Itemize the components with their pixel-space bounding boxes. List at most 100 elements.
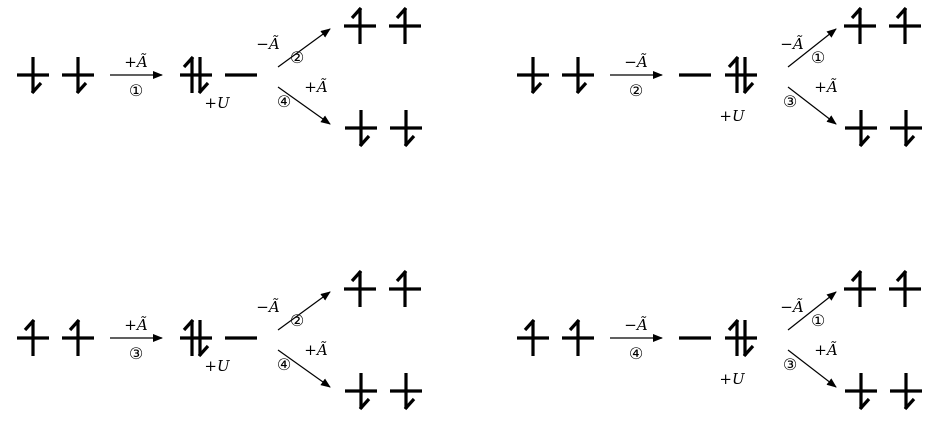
spin-down-arrow bbox=[403, 373, 416, 411]
initial-configuration bbox=[17, 318, 94, 356]
step-number: ② bbox=[629, 81, 643, 100]
spin-down-arrow bbox=[903, 110, 916, 148]
hopping-label: +Ã bbox=[124, 316, 148, 334]
lower-step-number: ④ bbox=[277, 355, 291, 374]
intermediate-configuration bbox=[180, 55, 257, 95]
lower-final-configuration bbox=[845, 110, 922, 148]
spin-up-arrow bbox=[523, 318, 536, 356]
lower-branch-arrow bbox=[787, 349, 837, 388]
upper-branch-arrow bbox=[277, 28, 331, 68]
intermediate-configuration bbox=[180, 318, 257, 358]
spin-up-arrow bbox=[68, 318, 81, 356]
interaction-energy-label: +U bbox=[719, 370, 746, 388]
lower-step-number: ④ bbox=[277, 92, 291, 111]
panel-top-left: +Ã①+U−Ã②+Ã④ bbox=[17, 6, 422, 148]
site-down bbox=[562, 57, 594, 95]
spin-up-arrow bbox=[350, 269, 363, 307]
lower-branch-arrow bbox=[277, 86, 331, 125]
upper-branch-label: −Ã bbox=[256, 35, 280, 53]
upper-final-configuration bbox=[844, 269, 921, 307]
site-down bbox=[390, 110, 422, 148]
site-up bbox=[62, 318, 94, 356]
step-number: ① bbox=[129, 81, 143, 100]
site-down bbox=[845, 373, 877, 411]
spin-down-arrow bbox=[575, 57, 588, 95]
site-up bbox=[844, 6, 876, 44]
intermediate-configuration bbox=[679, 318, 757, 358]
spin-up-arrow bbox=[395, 269, 408, 307]
upper-branch-label: −Ã bbox=[780, 35, 804, 53]
lower-final-configuration bbox=[345, 110, 422, 148]
site-down bbox=[62, 57, 94, 95]
site-down bbox=[890, 110, 922, 148]
spin-up-arrow bbox=[182, 55, 195, 93]
spin-down-arrow bbox=[197, 57, 210, 95]
site-up bbox=[344, 269, 376, 307]
upper-step-number: ① bbox=[811, 311, 825, 330]
site-down bbox=[890, 373, 922, 411]
doublon-site bbox=[180, 318, 212, 358]
spin-down-arrow bbox=[403, 110, 416, 148]
initial-configuration bbox=[517, 318, 594, 356]
panel-top-right: −Ã ② +U −Ã ① +Ã ③ bbox=[517, 6, 922, 148]
spin-up-arrow bbox=[895, 6, 908, 44]
site-up bbox=[17, 318, 49, 356]
lower-final-configuration bbox=[845, 373, 922, 411]
site-up bbox=[344, 6, 376, 44]
interaction-energy-label: +U bbox=[204, 357, 231, 375]
hopping-label: +Ã bbox=[124, 53, 148, 71]
panel-bottom-left: +Ã③+U−Ã②+Ã④ bbox=[17, 269, 422, 411]
lower-branch-label: +Ã bbox=[814, 341, 838, 359]
spin-up-arrow bbox=[350, 6, 363, 44]
lower-branch-label: +Ã bbox=[304, 341, 328, 359]
hopping-label: −Ã bbox=[624, 316, 648, 334]
site-down bbox=[845, 110, 877, 148]
site-up bbox=[889, 6, 921, 44]
doublon-site bbox=[180, 55, 212, 95]
lower-final-configuration bbox=[345, 373, 422, 411]
upper-branch-arrow bbox=[787, 28, 837, 68]
lower-branch-label: +Ã bbox=[304, 78, 328, 96]
spin-down-arrow bbox=[197, 320, 210, 358]
lower-branch-arrow bbox=[787, 86, 837, 125]
spin-down-arrow bbox=[530, 57, 543, 95]
interaction-energy-label: +U bbox=[719, 107, 746, 125]
hopping-label: −Ã bbox=[624, 53, 648, 71]
spin-down-arrow bbox=[858, 373, 871, 411]
step-number: ③ bbox=[129, 344, 143, 363]
site-up bbox=[389, 269, 421, 307]
upper-branch-label: −Ã bbox=[256, 298, 280, 316]
site-up bbox=[517, 318, 549, 356]
spin-down-arrow bbox=[358, 373, 371, 411]
spin-down-arrow bbox=[742, 57, 755, 95]
spin-up-arrow bbox=[850, 269, 863, 307]
spin-up-arrow bbox=[727, 318, 740, 356]
spin-down-arrow bbox=[358, 110, 371, 148]
lower-step-number: ③ bbox=[783, 92, 797, 111]
site-up bbox=[844, 269, 876, 307]
upper-branch-label: −Ã bbox=[780, 298, 804, 316]
site-down bbox=[345, 110, 377, 148]
spin-up-arrow bbox=[395, 6, 408, 44]
upper-step-number: ① bbox=[811, 48, 825, 67]
spin-up-arrow bbox=[895, 269, 908, 307]
upper-final-configuration bbox=[844, 6, 921, 44]
step-number: ④ bbox=[629, 344, 643, 363]
upper-step-number: ② bbox=[290, 48, 304, 67]
interaction-energy-label: +U bbox=[204, 94, 231, 112]
site-down bbox=[517, 57, 549, 95]
intermediate-configuration bbox=[679, 55, 757, 95]
spin-down-arrow bbox=[858, 110, 871, 148]
site-down bbox=[17, 57, 49, 95]
site-up bbox=[562, 318, 594, 356]
spin-up-arrow bbox=[850, 6, 863, 44]
lower-branch-label: +Ã bbox=[814, 78, 838, 96]
site-down bbox=[390, 373, 422, 411]
site-up bbox=[389, 6, 421, 44]
doublon-site bbox=[725, 318, 757, 358]
initial-configuration bbox=[517, 57, 594, 95]
spin-down-arrow bbox=[75, 57, 88, 95]
upper-step-number: ② bbox=[290, 311, 304, 330]
lower-branch-arrow bbox=[277, 349, 331, 388]
